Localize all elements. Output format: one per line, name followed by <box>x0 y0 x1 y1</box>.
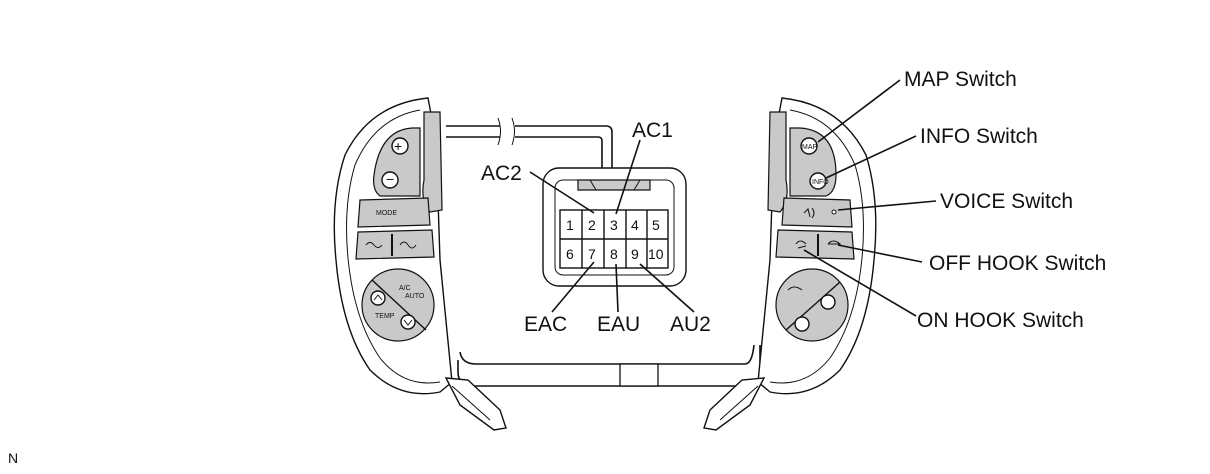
label-ac2: AC2 <box>481 162 522 185</box>
pin-8: 8 <box>610 246 618 262</box>
mode-button: MODE <box>357 197 431 228</box>
map-text: MAP <box>802 144 818 151</box>
ac-text: A/C <box>399 285 411 292</box>
voice-button <box>781 197 853 228</box>
label-on-hook-switch: ON HOOK Switch <box>917 309 1084 332</box>
pin-1: 1 <box>566 217 574 233</box>
footer-code: N <box>8 450 19 466</box>
map-info-buttons: MAP INFO <box>789 127 837 197</box>
left-switch-pad: + − MODE A/C AUTO TEMP <box>333 97 507 431</box>
pin-9: 9 <box>631 246 639 262</box>
auto-text: AUTO <box>405 293 425 300</box>
harness-top <box>446 117 613 168</box>
label-map-switch: MAP Switch <box>904 68 1017 91</box>
volume-buttons: + − <box>373 127 421 197</box>
label-eau: EAU <box>597 313 640 336</box>
label-ac1: AC1 <box>632 119 673 142</box>
mode-text: MODE <box>376 210 397 217</box>
pin-6: 6 <box>566 246 574 262</box>
terminal-callouts: AC1 AC2 EAC EAU AU2 <box>481 119 711 336</box>
climate-dial: A/C AUTO TEMP <box>361 268 435 342</box>
harness-bottom <box>457 344 761 387</box>
pin-3: 3 <box>610 217 618 233</box>
label-off-hook-switch: OFF HOOK Switch <box>929 252 1106 275</box>
info-text: INFO <box>812 179 829 186</box>
label-au2: AU2 <box>670 313 711 336</box>
phone-dial <box>775 268 849 342</box>
hook-buttons <box>775 229 855 260</box>
temp-text: TEMP <box>375 313 395 320</box>
pin-5: 5 <box>652 217 660 233</box>
svg-text:−: − <box>386 171 394 187</box>
pin-7: 7 <box>588 246 596 262</box>
label-eac: EAC <box>524 313 567 336</box>
right-switch-pad: MAP INFO <box>703 97 877 431</box>
svg-text:+: + <box>394 138 402 154</box>
pin-2: 2 <box>588 217 596 233</box>
label-voice-switch: VOICE Switch <box>940 190 1073 213</box>
switch-callouts: MAP Switch INFO Switch VOICE Switch OFF … <box>803 68 1106 332</box>
connector: 1 2 3 4 5 6 7 8 9 10 <box>542 167 687 287</box>
seek-buttons <box>355 229 435 260</box>
label-info-switch: INFO Switch <box>920 125 1038 148</box>
pin-10: 10 <box>648 246 664 262</box>
pin-4: 4 <box>631 217 639 233</box>
